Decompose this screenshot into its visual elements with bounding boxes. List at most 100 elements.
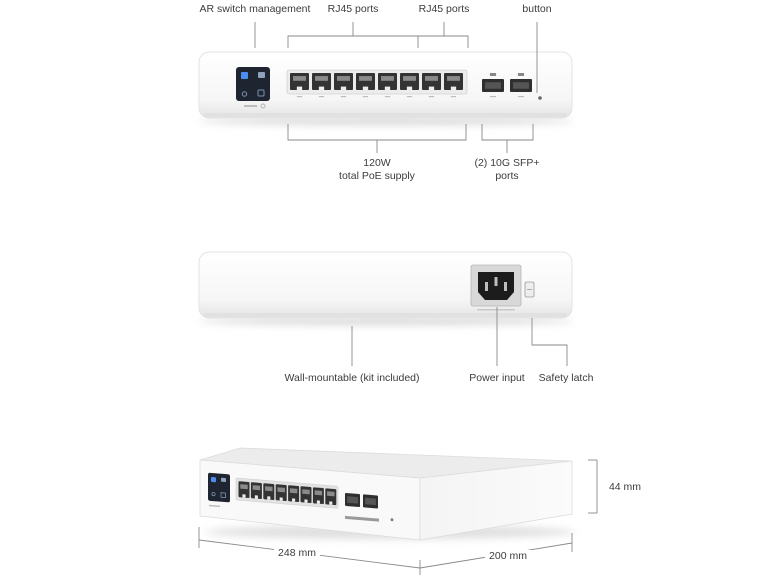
- depth-dimension-label: 200 mm: [485, 550, 531, 563]
- rj45-port-number-mark: [428, 96, 435, 98]
- sfp-port-icon: [345, 492, 360, 508]
- touchscreen-app-tile: [211, 476, 216, 483]
- sfp-cage-bar: [345, 515, 379, 522]
- brand-logo-icon: [260, 103, 266, 109]
- power-input-caption: Power input: [469, 372, 525, 384]
- touchscreen-status-tile: [221, 477, 226, 483]
- reset-caption: button: [522, 3, 552, 15]
- touchscreen-settings-glyph: [241, 91, 248, 97]
- sfp-slot: [513, 82, 529, 89]
- reset-pinhole-icon: [538, 96, 542, 100]
- rj45-port-contacts: [403, 76, 416, 81]
- wall-mount-caption: Wall-mountable (kit included): [284, 372, 420, 384]
- rj45-port-latch-notch: [304, 499, 308, 503]
- front-view: [198, 51, 574, 125]
- rj45-port-contacts: [315, 76, 328, 81]
- sfp-port-icon: [510, 73, 532, 98]
- rj45-port-icon: [275, 484, 287, 502]
- front-shadow: [198, 117, 574, 125]
- power-pin-left: [485, 282, 488, 291]
- power-pin-right: [504, 282, 507, 291]
- rj45-port-contacts: [447, 76, 460, 81]
- perspective-front-details: [208, 472, 394, 522]
- height-dimension-label: 44 mm: [608, 481, 642, 493]
- rj45-port-latch-notch: [267, 496, 271, 500]
- rj45-port-row: [238, 481, 337, 506]
- rj45-port-number-mark: [340, 96, 347, 98]
- rj45-group-a-bracket: [287, 35, 419, 48]
- rj45-group-b-caption: RJ45 ports: [418, 3, 470, 15]
- back-callouts: [351, 307, 568, 366]
- rj45-port-number-mark: [318, 96, 325, 98]
- rj45-port-latch-notch: [329, 501, 333, 505]
- sfp-slot: [347, 496, 358, 504]
- width-dimension-label: 248 mm: [274, 547, 320, 560]
- rj45-port-contacts: [314, 490, 323, 496]
- rj45-port-latch-notch: [450, 86, 457, 90]
- sfp-port-number-mark: [517, 96, 525, 98]
- touchscreen-panel: [208, 472, 230, 503]
- safety-latch-icon: [524, 281, 535, 298]
- brand-mark: [209, 504, 220, 508]
- touchscreen-panel: [236, 67, 270, 101]
- touchscreen-icon: [236, 67, 270, 101]
- safety-latch-callout-line: [531, 318, 568, 366]
- rj45-group-a-caption: RJ45 ports: [327, 3, 379, 15]
- touchscreen-caption: AR switch management: [199, 3, 311, 15]
- rj45-port-number-mark: [450, 96, 457, 98]
- back-view: [198, 251, 574, 325]
- power-pin-ground: [494, 277, 498, 286]
- touchscreen-menu-glyph: [257, 89, 265, 97]
- rj45-port-latch-notch: [254, 495, 258, 499]
- sfp-port-row: [482, 73, 532, 98]
- front-bottom-edge: [204, 113, 567, 117]
- rj45-port-contacts: [265, 486, 273, 492]
- rj45-port-latch-notch: [318, 86, 325, 90]
- reset-pinhole-icon: [390, 518, 394, 522]
- touchscreen-status-tile: [258, 72, 265, 78]
- rj45-port-latch-notch: [406, 86, 413, 90]
- sfp-port-number-mark: [489, 96, 497, 98]
- rj45-port-contacts: [293, 76, 306, 81]
- touchscreen-app-tile: [241, 72, 248, 79]
- rj45-port-icon: [250, 482, 262, 499]
- rj45-port-contacts: [425, 76, 438, 81]
- rj45-port-icon: [334, 73, 353, 98]
- rj45-port-latch-notch: [384, 86, 391, 90]
- rj45-port-contacts: [277, 487, 285, 493]
- rj45-port-latch-notch: [296, 86, 303, 90]
- sfp-led-icon: [517, 73, 525, 76]
- rj45-port-icon: [312, 73, 331, 98]
- rj45-port-latch-notch: [428, 86, 435, 90]
- sfp-port-row: [345, 492, 378, 509]
- poe-bracket: [287, 124, 467, 141]
- rj45-port-icon: [356, 73, 375, 98]
- rj45-port-icon: [288, 485, 300, 503]
- rj45-port-contacts: [359, 76, 372, 81]
- sfp-slot: [485, 82, 501, 89]
- sfp-caption: (2) 10G SFP+ ports: [474, 157, 539, 182]
- rj45-port-icon: [290, 73, 309, 98]
- rj45-port-number-mark: [384, 96, 391, 98]
- rj45-port-latch-notch: [362, 86, 369, 90]
- rj45-port-contacts: [289, 488, 298, 494]
- safety-latch-caption: Safety latch: [538, 372, 594, 384]
- rj45-port-latch-notch: [340, 86, 347, 90]
- rj45-port-latch-notch: [279, 497, 283, 501]
- rj45-port-latch-notch: [316, 500, 320, 504]
- switch-side-face: [419, 460, 573, 541]
- front-callouts: [254, 22, 538, 153]
- rj45-port-latch-notch: [292, 498, 296, 502]
- rj45-port-row: [290, 73, 463, 98]
- poe-supply-description: total PoE supply: [339, 169, 415, 182]
- back-bottom-edge: [204, 313, 567, 317]
- poe-supply-wattage: 120W: [363, 157, 391, 169]
- rj45-port-contacts: [240, 484, 248, 490]
- rj45-group-b-bracket: [418, 35, 469, 48]
- touchscreen-settings-glyph: [211, 492, 216, 497]
- rj45-port-contacts: [327, 491, 335, 497]
- rj45-port-number-mark: [406, 96, 413, 98]
- power-inlet-icon: [470, 264, 522, 311]
